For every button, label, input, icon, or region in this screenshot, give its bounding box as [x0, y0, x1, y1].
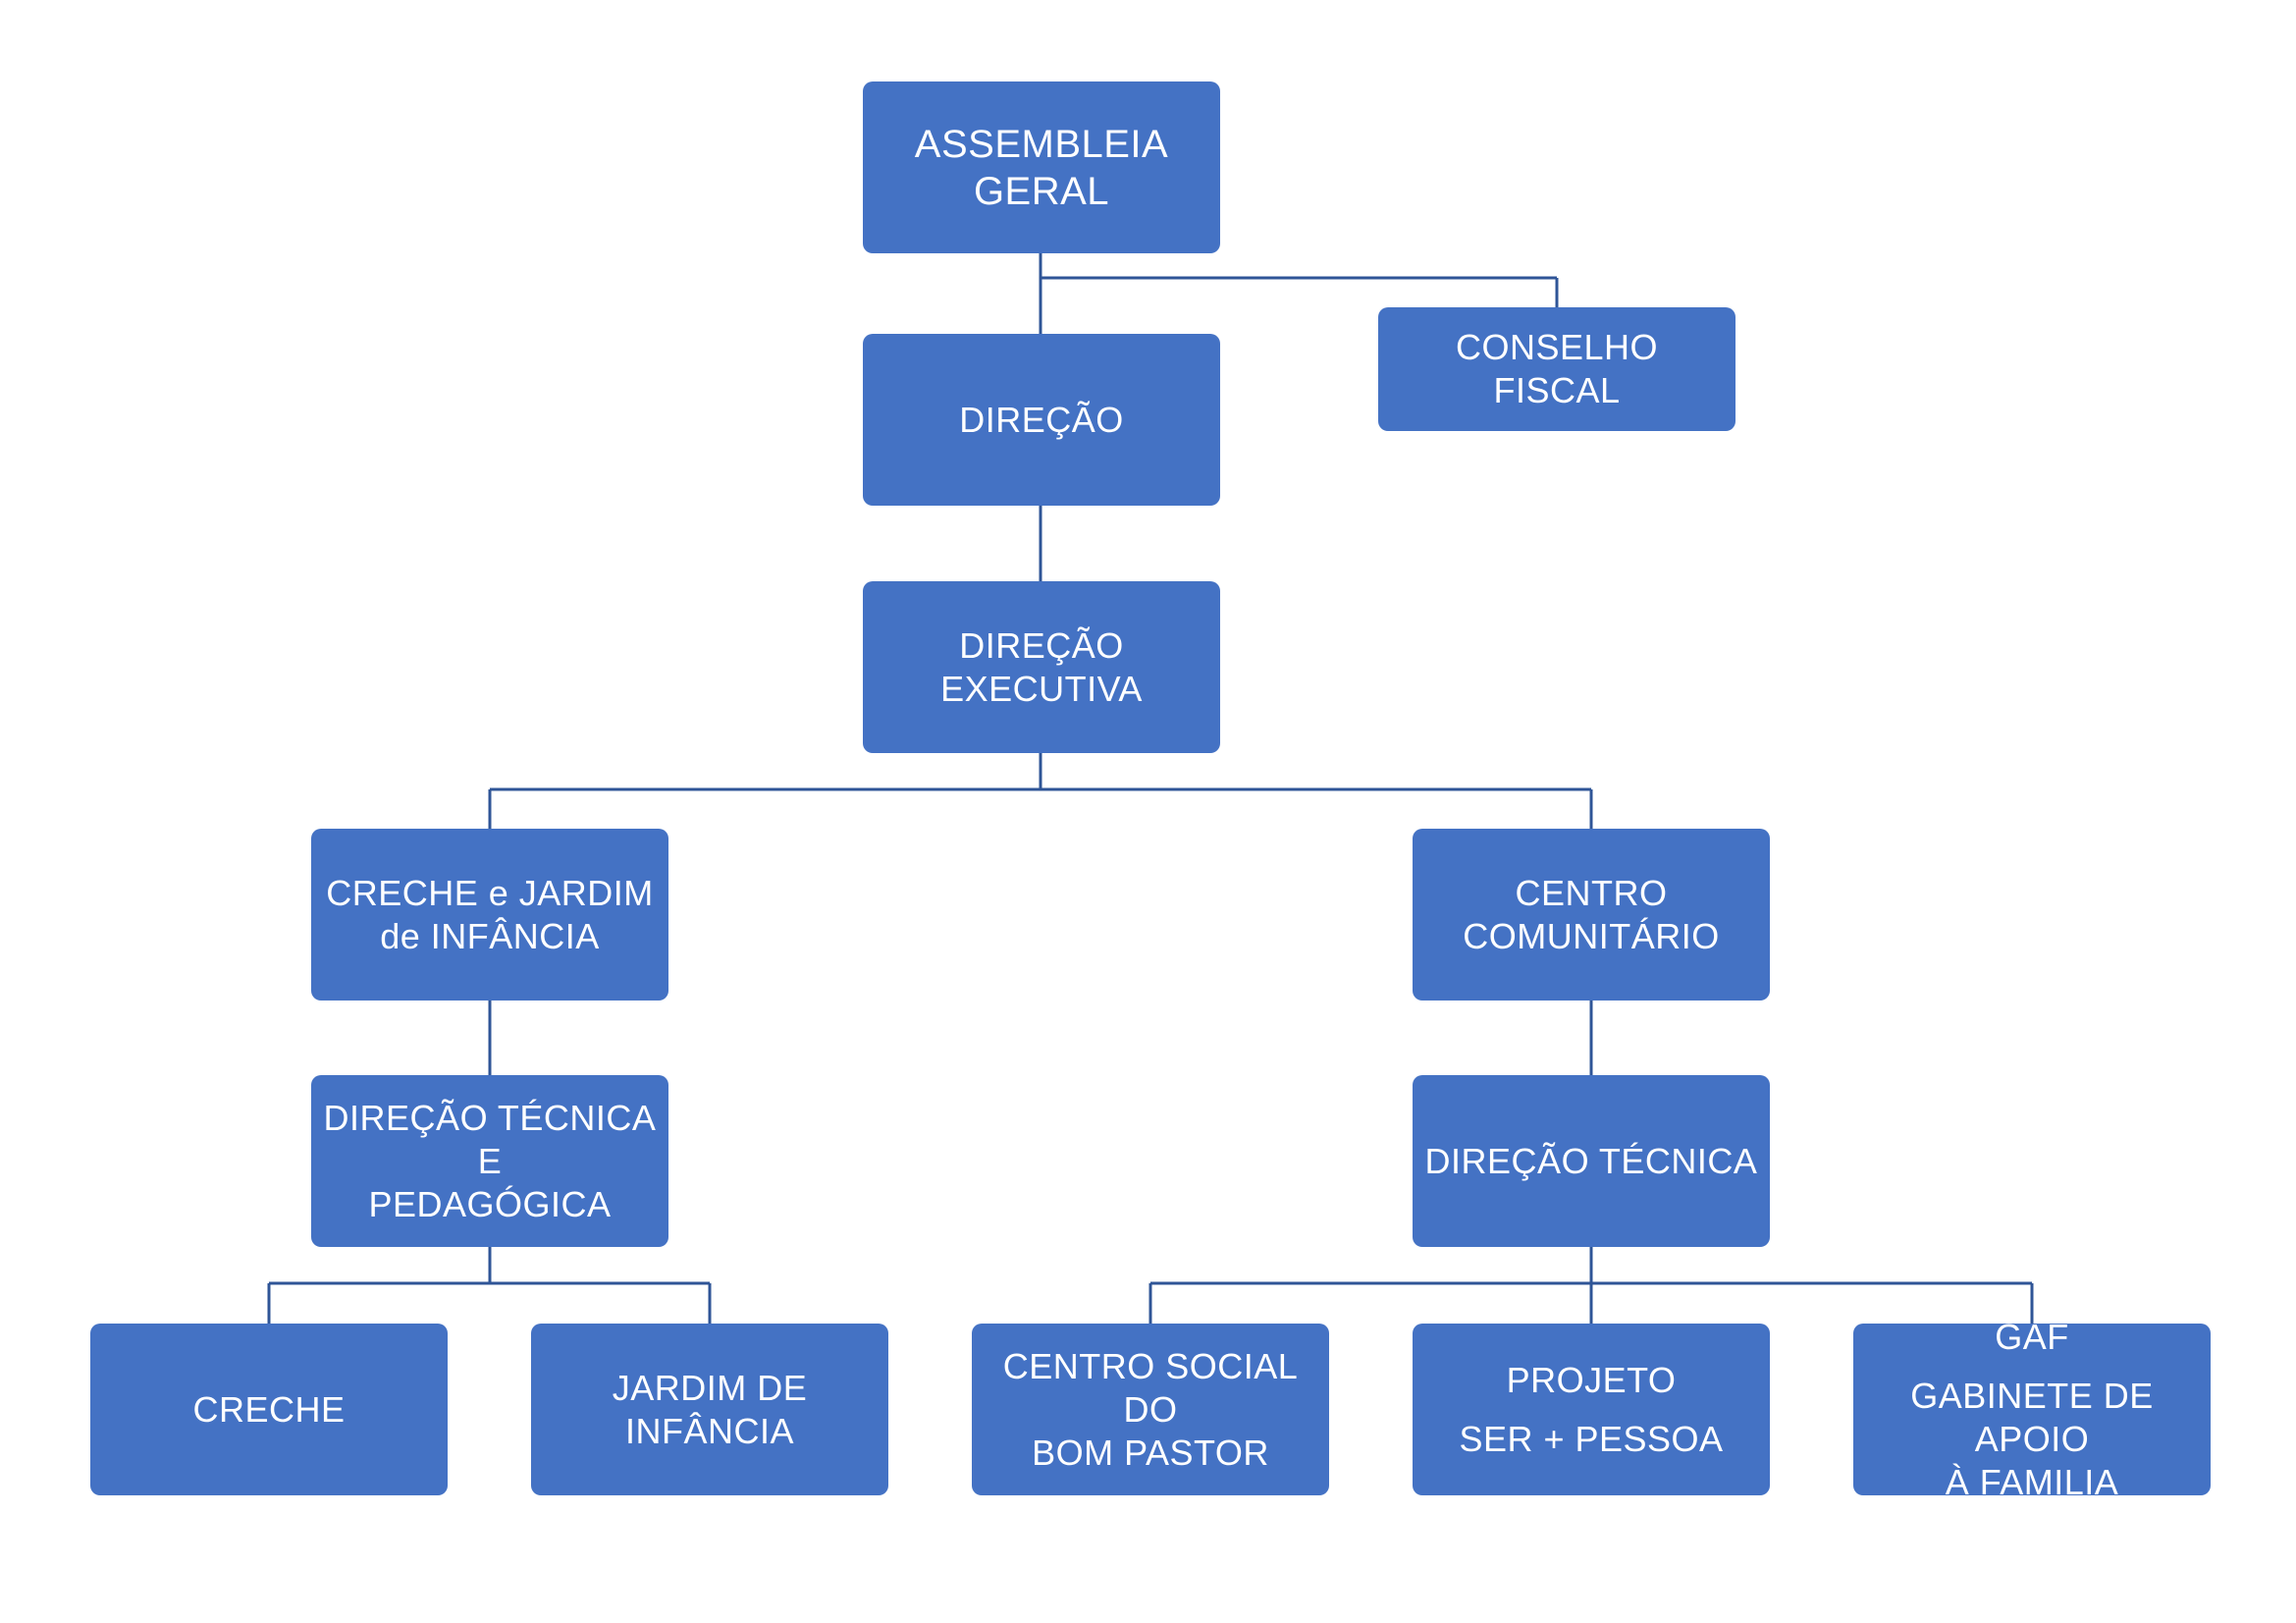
creche-label: CRECHE: [192, 1388, 346, 1430]
direcao-tecnica-pedagogica-label-line1: DIREÇÃO TÉCNICA E: [323, 1097, 657, 1181]
direcao-tecnica-label: DIREÇÃO TÉCNICA: [1424, 1140, 1758, 1181]
conselho-fiscal-box: CONSELHO FISCAL: [1378, 307, 1735, 431]
projeto-label-line1: PROJETO: [1506, 1359, 1677, 1400]
projeto-label-line2: SER + PESSOA: [1459, 1418, 1724, 1459]
direcao-tecnica-pedagogica-box: DIREÇÃO TÉCNICA E PEDAGÓGICA: [311, 1075, 668, 1247]
direcao-executiva-label: DIREÇÃO EXECUTIVA: [940, 624, 1143, 709]
gaf-box: GAF GABINETE DE APOIO À FAMILIA: [1853, 1317, 2211, 1502]
direcao-tecnica-box: DIREÇÃO TÉCNICA: [1413, 1075, 1770, 1247]
projeto-ser-pessoa-box: PROJETO SER + PESSOA: [1413, 1324, 1770, 1495]
conselho-fiscal-label: CONSELHO FISCAL: [1455, 327, 1659, 410]
assembleia-geral-box: ASSEMBLEIA GERAL: [863, 81, 1220, 253]
jardim-infancia-label-line2: INFÂNCIA: [624, 1410, 794, 1451]
direcao-tecnica-pedagogica-label-line2: PEDAGÓGICA: [368, 1183, 612, 1224]
creche-box: CRECHE: [90, 1324, 448, 1495]
creche-jardim-infancia-box: CRECHE e JARDIM de INFÂNCIA: [311, 829, 668, 1001]
assembleia-geral-label-line2: GERAL: [973, 169, 1110, 213]
centro-social-label-line2: BOM PASTOR: [1032, 1432, 1269, 1473]
assembleia-geral-label-line1: ASSEMBLEIA: [914, 122, 1169, 166]
direcao-label: DIREÇÃO: [959, 399, 1124, 440]
centro-comunitario-label-line1: CENTRO: [1515, 872, 1668, 913]
centro-comunitario-label-line2: COMUNITÁRIO: [1463, 915, 1720, 956]
gaf-label-line1: GAF: [1995, 1316, 2069, 1357]
direcao-box: DIREÇÃO: [863, 334, 1220, 506]
creche-jardim-label-line1: CRECHE e JARDIM: [326, 872, 654, 913]
creche-jardim-label-line2: de INFÂNCIA: [380, 915, 600, 956]
centro-social-bom-pastor-box: CENTRO SOCIAL DO BOM PASTOR: [972, 1324, 1329, 1495]
jardim-infancia-box: JARDIM DE INFÂNCIA: [531, 1324, 888, 1495]
gaf-label-line3: À FAMILIA: [1945, 1461, 2119, 1502]
jardim-infancia-label-line1: JARDIM DE: [612, 1367, 808, 1408]
centro-social-label-line1: CENTRO SOCIAL DO: [1002, 1345, 1299, 1430]
direcao-executiva-box: DIREÇÃO EXECUTIVA: [863, 581, 1220, 753]
centro-comunitario-box: CENTRO COMUNITÁRIO: [1413, 829, 1770, 1001]
gaf-label-line2: GABINETE DE APOIO: [1910, 1375, 2154, 1459]
